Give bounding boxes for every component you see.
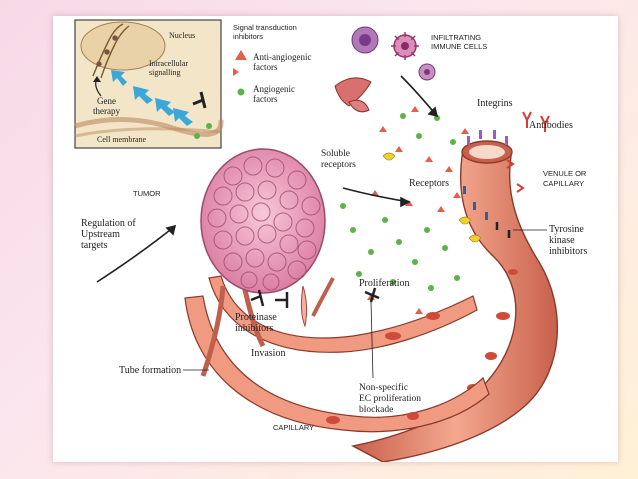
label-sti-2: inhibitors	[233, 32, 263, 41]
label-nonspecific-1: Non-specific	[359, 382, 408, 393]
label-antibodies: Antibodies	[529, 120, 573, 131]
anti-angiogenic-factor-icon	[235, 50, 247, 60]
label-regulation-2: Upstream	[81, 229, 120, 240]
proliferation-callout: Proliferation Non-specific EC proliferat…	[359, 278, 421, 415]
label-venule-1: VENULE OR	[543, 169, 587, 178]
label-nonspecific-2: EC proliferation	[359, 393, 421, 404]
vessel-receptors: Integrins Antibodies VENULE OR CAPILLARY	[382, 98, 587, 243]
growth-factors-scatter	[194, 106, 469, 314]
label-soluble-1: Soluble	[321, 149, 350, 159]
label-intracellular-2: signalling	[149, 68, 181, 77]
arrows	[96, 75, 439, 283]
infiltrating-immune-cells: INFILTRATING IMMUNE CELLS	[334, 26, 487, 113]
dna-strand-icon	[92, 23, 130, 79]
tumor-mass: TUMOR	[133, 148, 326, 294]
antibody-icons	[506, 111, 550, 193]
venule-capillary	[350, 140, 559, 462]
legend: Signal transduction inhibitors Anti-angi…	[233, 23, 311, 104]
label-infiltrating-1: INFILTRATING	[431, 33, 481, 42]
label-infiltrating-2: IMMUNE CELLS	[431, 42, 487, 51]
inset-cell-signalling: Nucleus Intracellular signalling Gene th…	[74, 19, 224, 149]
label-tube-formation: Tube formation	[119, 365, 181, 376]
receptor-blue-icons	[463, 186, 488, 220]
integrin-icons	[467, 130, 508, 145]
signalling-arrows-icon	[111, 70, 193, 126]
label-invasion: Invasion	[251, 348, 285, 359]
label-gene-2: therapy	[93, 106, 120, 116]
label-tyrosine-3: inhibitors	[549, 246, 587, 257]
label-nonspecific-3: blockade	[359, 405, 393, 415]
capillary-branches	[184, 275, 490, 433]
label-soluble-2: receptors	[321, 160, 356, 170]
label-intracellular-1: Intracellular	[149, 59, 188, 68]
label-proliferation: Proliferation	[359, 278, 410, 289]
tyrosine-inhibitor-icons	[495, 222, 511, 238]
proteinase-callout: Proteinase inhibitors Invasion	[235, 289, 289, 359]
label-angiogenic-2: factors	[253, 94, 278, 104]
label-sti-1: Signal transduction	[233, 23, 297, 32]
label-proteinase-1: Proteinase	[235, 312, 277, 323]
label-receptors: Receptors	[409, 178, 449, 189]
angiogenesis-diagram: Nucleus Intracellular signalling Gene th…	[74, 19, 587, 462]
label-tumor: TUMOR	[133, 189, 161, 198]
label-gene-1: Gene	[97, 96, 116, 106]
label-proteinase-2: inhibitors	[235, 323, 273, 334]
tyrosine-callout: Tyrosine kinase inhibitors	[513, 224, 587, 257]
receptor-yellow-icons	[382, 152, 482, 243]
label-angiogenic-1: Angiogenic	[253, 84, 295, 94]
label-tyrosine-1: Tyrosine	[549, 224, 584, 235]
label-capillary: CAPILLARY	[273, 423, 314, 432]
label-cell-membrane: Cell membrane	[97, 135, 147, 144]
proteinase-inhibitor-icon	[250, 289, 289, 308]
label-regulation-3: targets	[81, 240, 108, 251]
angiogenic-factor-icon	[237, 88, 245, 96]
label-anti-angiogenic-2: factors	[253, 62, 278, 72]
label-regulation-1: Regulation of	[81, 218, 136, 229]
label-venule-2: CAPILLARY	[543, 179, 584, 188]
figure-panel: Nucleus Intracellular signalling Gene th…	[53, 16, 618, 462]
label-tyrosine-2: kinase	[549, 235, 575, 246]
inhibitor-t-icon	[192, 91, 207, 109]
label-integrins: Integrins	[477, 98, 513, 109]
label-anti-angiogenic-1: Anti-angiogenic	[253, 52, 311, 62]
label-nucleus: Nucleus	[169, 31, 195, 40]
